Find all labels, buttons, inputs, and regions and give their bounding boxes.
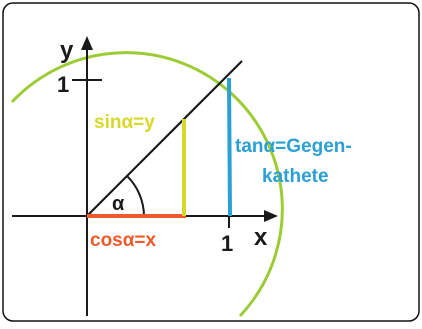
x-axis-label: x <box>254 224 268 251</box>
x-one-label: 1 <box>221 231 233 256</box>
x-axis-arrow <box>264 210 278 222</box>
diagram-frame <box>2 2 420 322</box>
cos-label: cosα=x <box>90 230 157 251</box>
radius-ray <box>86 60 243 217</box>
angle-arc <box>126 175 145 217</box>
sin-label: sinα=y <box>94 112 155 133</box>
y-axis-label: y <box>60 37 74 64</box>
tan-label-line2: kathete <box>262 166 329 187</box>
alpha-label: α <box>112 193 125 215</box>
tan-segment <box>227 77 232 217</box>
y-one-label: 1 <box>57 72 69 97</box>
tan-label-line1: tanα=Gegen- <box>235 136 352 157</box>
y-axis-arrow <box>81 36 93 50</box>
unit-circle-arc <box>10 51 284 318</box>
